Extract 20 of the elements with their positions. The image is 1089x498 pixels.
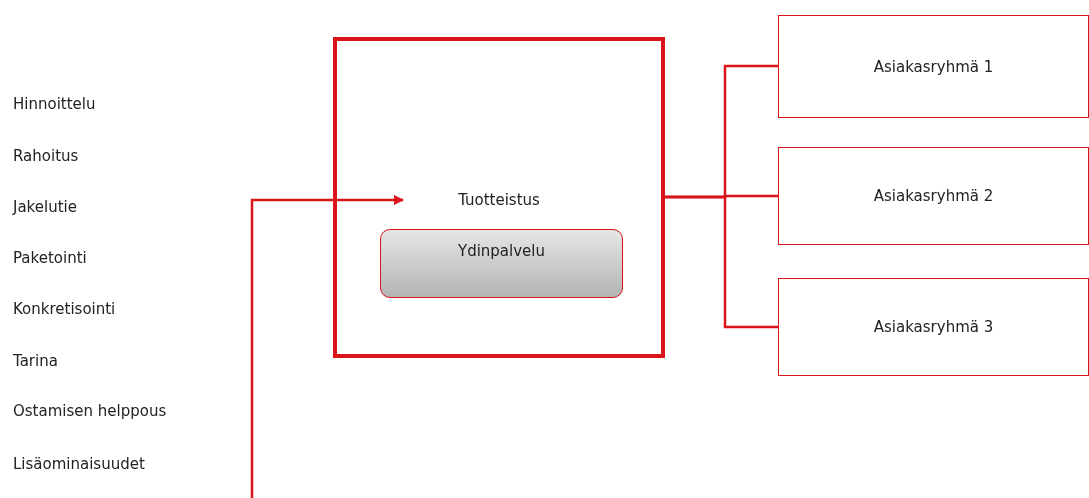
customer-box xyxy=(778,147,1089,245)
list-item: Paketointi xyxy=(13,249,87,267)
list-item: Hinnoittelu xyxy=(13,95,96,113)
box-label: Tuotteistus xyxy=(457,191,541,209)
customer-box xyxy=(778,278,1089,376)
list-item: Konkretisointi xyxy=(13,300,116,318)
customer-box xyxy=(778,15,1089,118)
connector-line xyxy=(665,195,778,329)
arrow xyxy=(250,195,404,498)
list-item: Tarina xyxy=(13,352,58,370)
box-label: Asiakasryhmä 3 xyxy=(872,318,995,336)
list-item: Ostamisen helppous xyxy=(13,402,167,420)
box-label: Asiakasryhmä 2 xyxy=(872,187,995,205)
list-item: Rahoitus xyxy=(13,147,79,165)
main-box xyxy=(333,37,665,358)
core-box xyxy=(380,229,623,298)
list-item: Lisäominaisuudet xyxy=(13,455,145,473)
list-item: Jakelutie xyxy=(13,198,77,216)
box-label: Ydinpalvelu xyxy=(457,242,546,260)
box-label: Asiakasryhmä 1 xyxy=(872,57,995,76)
